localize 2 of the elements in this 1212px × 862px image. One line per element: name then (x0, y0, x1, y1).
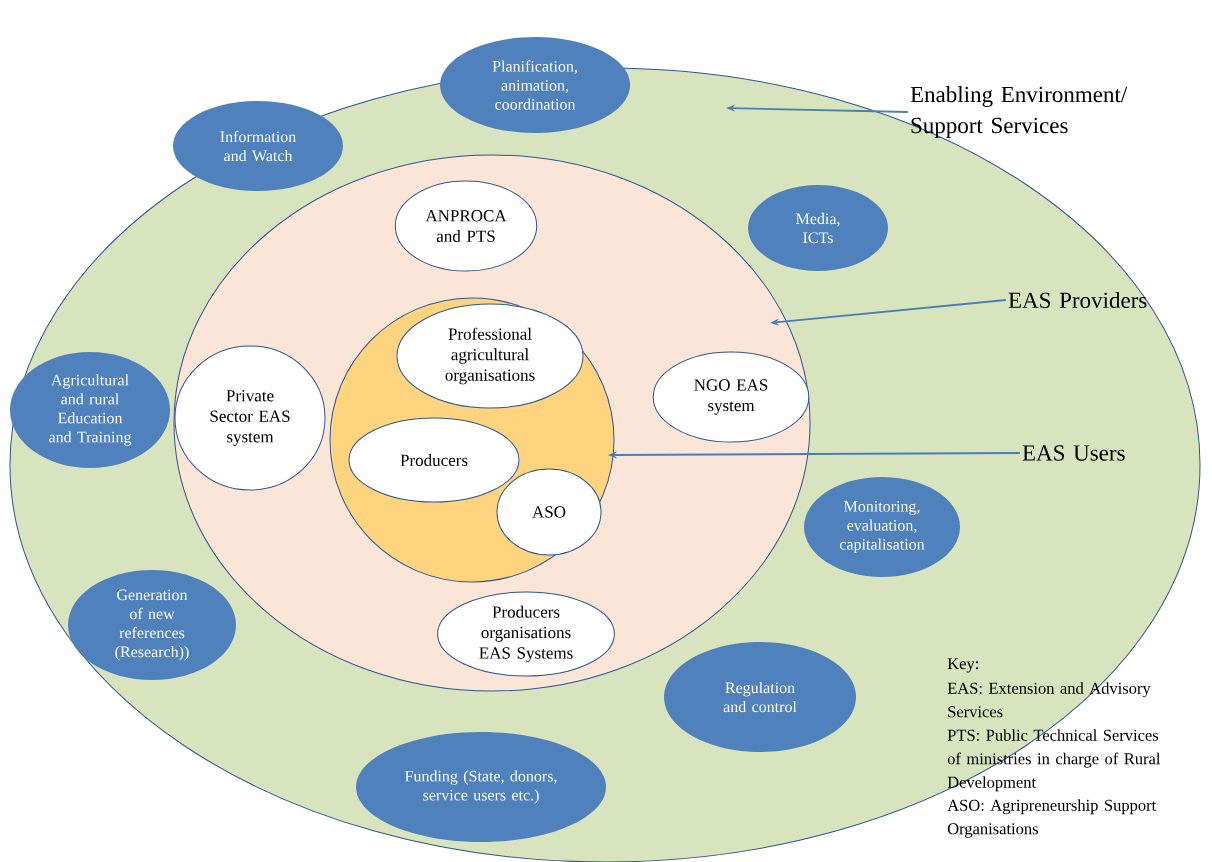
key-text: Key: (947, 658, 978, 673)
key-text: ASO: Agripreneurship Support Organisations (947, 799, 1157, 838)
